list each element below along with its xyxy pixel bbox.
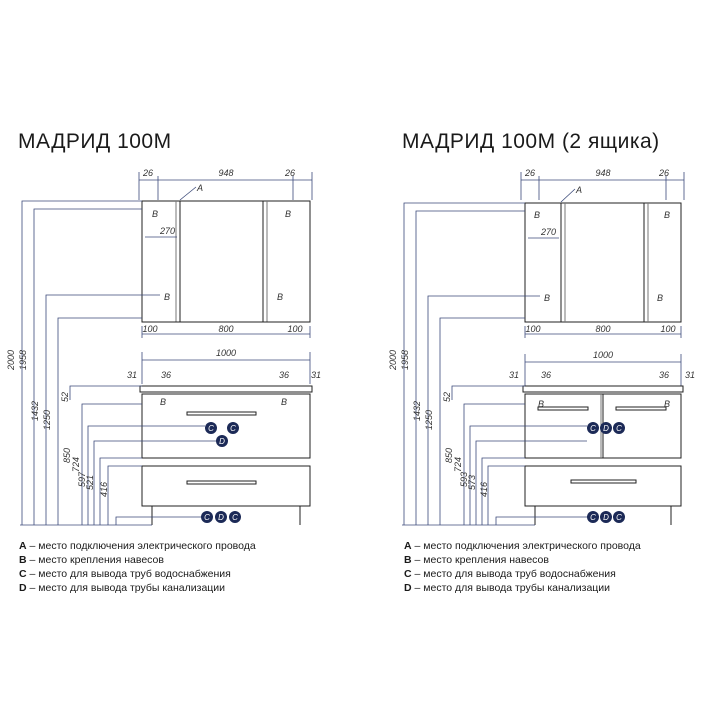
marker-b: B <box>664 210 670 220</box>
marker-b: B <box>657 293 663 303</box>
marker-c: C <box>230 424 236 433</box>
dim-side-36: 36 <box>659 370 669 380</box>
dim-side-36: 36 <box>279 370 289 380</box>
panel-title: МАДРИД 100М <box>18 130 172 153</box>
marker-b: B <box>160 397 166 407</box>
dim-height-1958: 1958 <box>400 350 410 370</box>
dim-side-31: 31 <box>127 370 137 380</box>
marker-b: B <box>544 293 550 303</box>
dim-height-521: 521 <box>85 475 95 490</box>
legend-item-a: A – место подключения электрического про… <box>404 540 641 552</box>
legend-item-a: A – место подключения электрического про… <box>19 540 256 552</box>
dim-cab-left: 100 <box>142 324 157 334</box>
dim-height-724: 724 <box>453 457 463 472</box>
marker-b: B <box>152 209 158 219</box>
marker-d: D <box>218 513 224 522</box>
dim-cab-middle: 800 <box>218 324 233 334</box>
dim-top-left: 26 <box>524 168 535 178</box>
marker-a: A <box>575 185 582 195</box>
legend: A – место подключения электрического про… <box>404 539 641 595</box>
legend-item-d: D – место для вывода трубы канализации <box>404 582 611 594</box>
marker-a: A <box>196 183 203 193</box>
marker-d: D <box>603 513 609 522</box>
marker-c: C <box>590 424 596 433</box>
legend-item-b: B – место крепления навесов <box>404 554 549 566</box>
legend-item-d: D – место для вывода трубы канализации <box>19 582 226 594</box>
dim-top-middle: 948 <box>218 168 233 178</box>
marker-d: D <box>603 424 609 433</box>
mirror-cabinet <box>141 200 311 323</box>
vanity-unit <box>139 385 313 525</box>
dim-cab-right: 100 <box>660 324 675 334</box>
marker-c: C <box>616 513 622 522</box>
panel-title: МАДРИД 100М (2 ящика) <box>402 130 660 153</box>
legend-item-c: C – место для вывода труб водоснабжения <box>404 568 616 580</box>
cabinet-drawing: 26 948 26 A 270 B B B B 100 800 100 <box>388 168 695 526</box>
dim-height-2000: 2000 <box>6 350 16 371</box>
dim-height-724: 724 <box>71 457 81 472</box>
dim-height-850: 850 <box>444 448 454 463</box>
dim-top-left: 26 <box>142 168 153 178</box>
dim-height-2000: 2000 <box>388 350 398 371</box>
dim-height-52: 52 <box>60 392 70 402</box>
marker-b: B <box>285 209 291 219</box>
dim-side-31: 31 <box>509 370 519 380</box>
diagram-panel-two-drawers: МАДРИД 100М (2 ящика) 26 948 26 A 270 B … <box>358 0 715 715</box>
dim-height-573: 573 <box>467 475 477 490</box>
markers-c-d <box>587 422 625 523</box>
dim-vanity-width: 1000 <box>593 350 613 360</box>
dim-height-1958: 1958 <box>18 350 28 370</box>
dim-height-1250: 1250 <box>424 410 434 430</box>
dim-height-1250: 1250 <box>42 410 52 430</box>
marker-b: B <box>534 210 540 220</box>
dim-270: 270 <box>159 226 175 236</box>
vanity-unit <box>522 385 684 525</box>
dim-height-416: 416 <box>479 482 489 497</box>
dim-side-31: 31 <box>311 370 321 380</box>
marker-c: C <box>208 424 214 433</box>
dim-top-middle: 948 <box>595 168 610 178</box>
marker-d: D <box>219 437 225 446</box>
marker-b: B <box>164 292 170 302</box>
cabinet-drawing: 26 948 26 A 270 B B B B 100 800 100 <box>6 168 321 526</box>
dim-height-1432: 1432 <box>412 401 422 421</box>
marker-c: C <box>590 513 596 522</box>
dim-height-593: 593 <box>459 472 469 487</box>
marker-b: B <box>281 397 287 407</box>
marker-c: C <box>616 424 622 433</box>
dim-side-36: 36 <box>161 370 171 380</box>
dim-height-850: 850 <box>62 448 72 463</box>
mirror-cabinet <box>524 202 682 323</box>
dim-height-52: 52 <box>442 392 452 402</box>
dim-top-right: 26 <box>658 168 669 178</box>
height-dimension-lines <box>402 202 587 526</box>
height-dimension-lines <box>20 200 216 526</box>
dim-height-597: 597 <box>77 471 87 487</box>
markers-c-d <box>201 422 241 523</box>
marker-b: B <box>664 399 670 409</box>
dim-vanity-width: 1000 <box>216 348 236 358</box>
legend-item-c: C – место для вывода труб водоснабжения <box>19 568 231 580</box>
marker-b: B <box>538 399 544 409</box>
legend-item-b: B – место крепления навесов <box>19 554 164 566</box>
dim-cab-right: 100 <box>287 324 302 334</box>
dim-270: 270 <box>540 227 556 237</box>
marker-b: B <box>277 292 283 302</box>
dim-cab-middle: 800 <box>595 324 610 334</box>
dim-height-1432: 1432 <box>30 401 40 421</box>
marker-c: C <box>204 513 210 522</box>
dim-side-31: 31 <box>685 370 695 380</box>
dim-top-right: 26 <box>284 168 295 178</box>
dim-height-416: 416 <box>99 482 109 497</box>
marker-c: C <box>232 513 238 522</box>
diagram-panel-single-drawer: МАДРИД 100М 26 948 26 A 270 B B B <box>0 0 357 715</box>
legend: A – место подключения электрического про… <box>19 539 256 595</box>
dim-cab-left: 100 <box>525 324 540 334</box>
dim-side-36: 36 <box>541 370 551 380</box>
